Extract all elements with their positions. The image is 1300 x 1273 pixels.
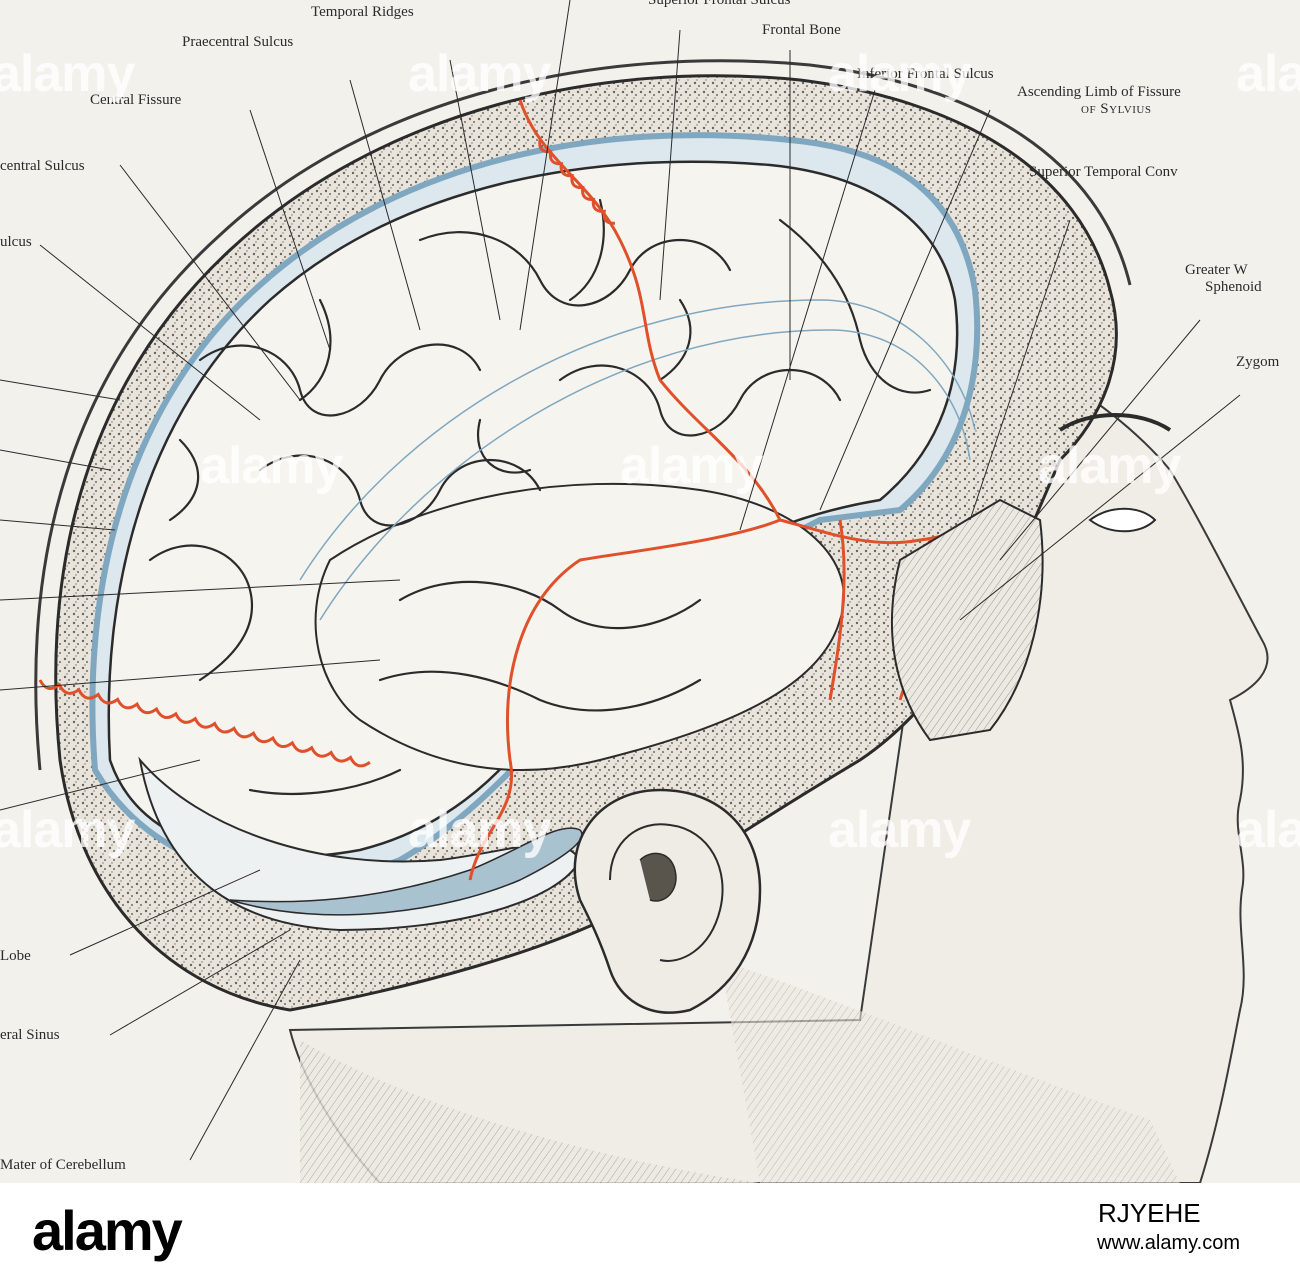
label-postcentral-sulcus: central Sulcus <box>0 158 85 174</box>
anatomy-plate: Temporal Ridges Superior Frontal Sulcus … <box>0 0 1300 1183</box>
label-superior-temporal-convolution: Superior Temporal Conv <box>1029 164 1178 180</box>
watermark: alamy <box>408 45 551 103</box>
temporal-lobe <box>314 482 845 771</box>
label-central-fissure: Central Fissure <box>90 92 182 108</box>
label-sphenoid: Sphenoid <box>1205 279 1262 295</box>
ear <box>573 788 762 1014</box>
artery-wave-lower <box>38 679 371 768</box>
guide-arcs <box>299 299 976 621</box>
watermark: alamy <box>0 45 135 103</box>
watermark: alamy <box>828 801 971 859</box>
eye <box>1088 507 1157 533</box>
watermark: alamy <box>1038 437 1181 495</box>
label-ascending-limb: Ascending Limb of Fissure <box>1017 84 1181 100</box>
label-superior-frontal-sulcus: Superior Frontal Sulcus <box>648 0 791 8</box>
brain-gyri <box>148 198 932 795</box>
label-lateral-sinus: eral Sinus <box>0 1027 60 1043</box>
label-frontal-bone: Frontal Bone <box>762 22 841 38</box>
lateral-sinus <box>229 827 583 916</box>
watermark: alamy <box>200 437 343 495</box>
label-praecentral-sulcus: Praecentral Sulcus <box>182 34 294 50</box>
label-temporal-ridges: Temporal Ridges <box>311 4 414 20</box>
ear-helix <box>609 823 724 962</box>
jaw-shading <box>720 960 1180 1183</box>
brain-illustration <box>0 0 1269 1183</box>
label-dura-mater-cerebellum: Mater of Cerebellum <box>0 1157 126 1173</box>
label-interparietal-sulcus: ulcus <box>0 234 32 250</box>
label-ascending-limb-sylvius: of Sylvius <box>1081 101 1152 117</box>
label-occipital-lobe: Lobe <box>0 948 31 964</box>
artery-wave-upper <box>538 139 616 225</box>
watermark: alamy <box>620 437 763 495</box>
watermark: alamy <box>828 45 971 103</box>
watermark: alamy <box>408 801 551 859</box>
label-greater-wing: Greater W <box>1185 262 1248 278</box>
leader-lines <box>0 0 1241 1161</box>
neck-shading <box>300 1040 760 1183</box>
watermark: alamy <box>1236 801 1300 859</box>
zygomatic-region <box>890 498 1044 742</box>
label-zygoma: Zygom <box>1236 354 1280 370</box>
footer-url: www.alamy.com <box>1097 1232 1240 1254</box>
footer-image-id: RJYEHE <box>1098 1198 1201 1228</box>
watermark: alamy <box>0 801 135 859</box>
footer-logo: alamy <box>32 1199 183 1262</box>
watermark: alamy <box>1236 45 1300 103</box>
stock-footer-bar <box>0 1183 1300 1273</box>
eyebrow <box>1058 413 1172 432</box>
label-inferior-frontal-sulcus: Inferior Frontal Sulcus <box>857 66 994 82</box>
ear-canal <box>639 852 677 902</box>
